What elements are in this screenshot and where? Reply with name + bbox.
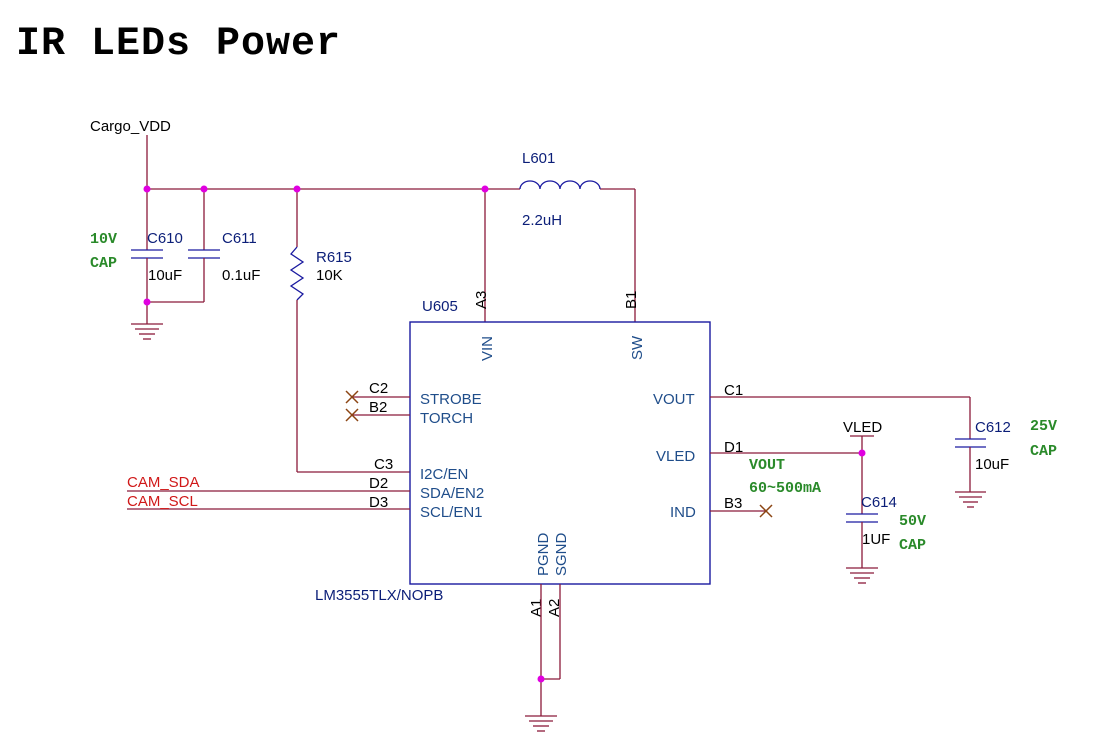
pin-scl-en1: SCL/EN1 [420,504,483,521]
c610-ref: C610 [147,230,183,247]
pin-sgnd: SGND [553,532,570,576]
c614-voltage-tag: 50V [899,513,926,530]
pin-num-c2: C2 [369,380,388,397]
u605-ref: U605 [422,298,458,315]
pin-ind: IND [670,504,696,521]
pin-num-a2: A2 [546,599,563,617]
pin-pgnd: PGND [535,532,552,576]
capacitor-c614 [846,513,878,584]
u605-part-number: LM3555TLX/NOPB [315,587,443,604]
no-connect-mark [345,390,359,404]
c611-value: 0.1uF [222,267,260,284]
junction-dot [293,185,301,193]
c610-voltage-tag: 10V [90,231,117,248]
pin-torch: TORCH [420,410,473,427]
annotation-current-range: 60~500mA [749,480,821,497]
c614-cap-tag: CAP [899,537,926,554]
pin-vled: VLED [656,448,695,465]
pin-num-a3: A3 [473,291,490,309]
annotation-vout: VOUT [749,457,785,474]
net-label-vled: VLED [843,419,882,436]
net-label-cam-scl: CAM_SCL [127,493,198,510]
pin-vin: VIN [479,336,496,361]
vout-wire [710,396,971,439]
pin-num-d2: D2 [369,475,388,492]
pin-num-b2: B2 [369,399,387,416]
no-connect-mark [345,408,359,422]
c614-ref: C614 [861,494,897,511]
resistor-r615 [289,189,410,473]
inductor-l601 [519,180,601,190]
ground-symbol [525,715,557,732]
capacitor-c612 [955,438,986,508]
c610-value: 10uF [148,267,182,284]
capacitor-c610 [131,189,163,324]
pin-num-b3: B3 [724,495,742,512]
c612-value: 10uF [975,456,1009,473]
junction-dot [858,449,866,457]
supply-rail [146,135,636,322]
pin-i2c-en: I2C/EN [420,466,468,483]
junction-dot [481,185,489,193]
l601-value: 2.2uH [522,212,562,229]
vled-wire [710,435,874,514]
c612-ref: C612 [975,419,1011,436]
c611-ref: C611 [222,230,257,247]
junction-dot [143,185,151,193]
no-connect-mark [759,504,773,518]
capacitor-c611 [147,189,220,303]
l601-ref: L601 [522,150,555,167]
pin-vout: VOUT [653,391,695,408]
c610-cap-tag: CAP [90,255,117,272]
r615-ref: R615 [316,249,352,266]
c612-cap-tag: CAP [1030,443,1057,460]
junction-dot [200,185,208,193]
net-label-cam-sda: CAM_SDA [127,474,200,491]
pin-num-b1: B1 [623,291,640,309]
ground-symbol [131,323,163,340]
pin-num-d1: D1 [724,439,743,456]
c614-value: 1UF [862,531,890,548]
pin-num-c3: C3 [374,456,393,473]
r615-value: 10K [316,267,343,284]
pin-num-a1: A1 [528,599,545,617]
junction-dot [537,675,545,683]
pin-strobe: STROBE [420,391,482,408]
net-label-cargo-vdd: Cargo_VDD [90,118,171,135]
pin-sda-en2: SDA/EN2 [420,485,484,502]
pin-num-d3: D3 [369,494,388,511]
page-title: IR LEDs Power [16,22,342,67]
pin-num-c1: C1 [724,382,743,399]
pin-sw: SW [629,335,646,360]
c612-voltage-tag: 25V [1030,418,1057,435]
junction-dot [143,298,151,306]
